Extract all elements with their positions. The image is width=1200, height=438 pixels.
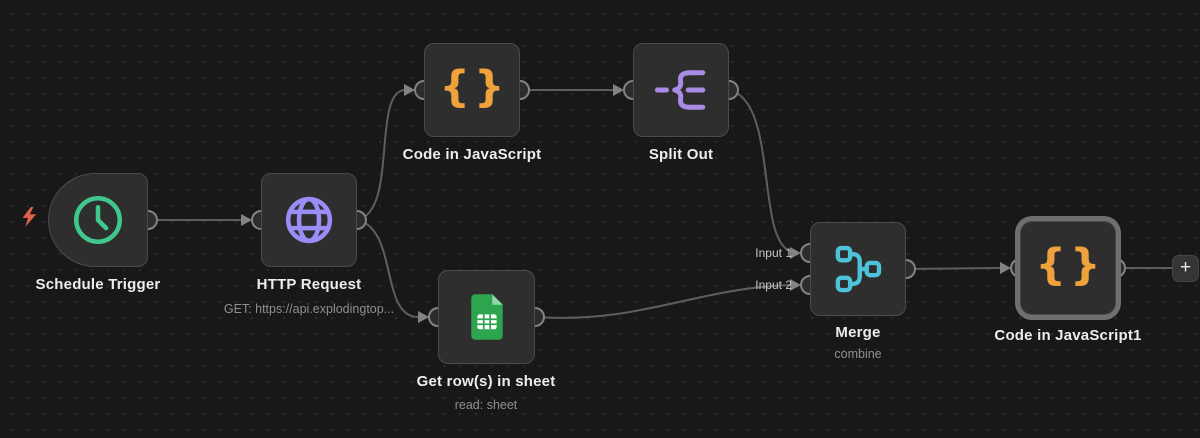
node-split-out[interactable] — [633, 43, 729, 137]
node-title-split-out: Split Out — [648, 146, 714, 163]
connection-merge-to-code1[interactable] — [905, 267, 1001, 270]
arrowhead — [241, 214, 252, 226]
node-subtitle-get-rows-in-sheet: read: sheet — [454, 398, 518, 412]
clock-icon — [73, 195, 123, 245]
node-schedule-trigger[interactable] — [48, 173, 148, 267]
node-title-http-request: HTTP Request — [256, 276, 362, 293]
merge-icon — [835, 245, 882, 293]
code-braces-icon: {} — [1035, 239, 1105, 290]
connection-sheet-to-merge-input2[interactable] — [534, 284, 791, 319]
add-node-button[interactable]: + — [1172, 255, 1199, 282]
arrowhead — [1000, 262, 1011, 274]
google-sheets-icon — [470, 294, 503, 340]
node-title-schedule-trigger: Schedule Trigger — [35, 276, 161, 293]
connection-splitout-to-merge-input1[interactable] — [728, 89, 791, 252]
node-title-code-in-javascript1: Code in JavaScript1 — [994, 327, 1142, 344]
arrowhead — [404, 84, 415, 96]
arrowhead — [613, 84, 624, 96]
split-out-icon — [654, 70, 706, 110]
node-get-rows-in-sheet[interactable] — [438, 270, 535, 364]
merge-input-1-label: Input 1 — [755, 246, 792, 260]
trigger-bolt-icon — [22, 207, 37, 227]
node-subtitle-http-request: GET: https://api.explodingtop... — [223, 302, 395, 316]
connection-http-to-code[interactable] — [356, 89, 405, 221]
node-title-code-in-javascript: Code in JavaScript — [402, 146, 542, 163]
node-subtitle-merge: combine — [834, 347, 882, 361]
globe-icon — [285, 196, 333, 244]
node-http-request[interactable] — [261, 173, 357, 267]
arrowhead — [790, 279, 801, 291]
arrowhead — [790, 247, 801, 259]
node-title-merge: Merge — [835, 324, 881, 341]
node-title-get-rows-in-sheet: Get row(s) in sheet — [416, 373, 556, 390]
node-code-in-javascript1[interactable]: {} — [1020, 221, 1116, 315]
merge-input-2-label: Input 2 — [755, 278, 792, 292]
connection-http-to-sheet[interactable] — [356, 219, 419, 318]
arrowhead — [418, 311, 429, 323]
node-code-in-javascript[interactable]: {} — [424, 43, 520, 137]
code-braces-icon: {} — [439, 61, 509, 112]
node-merge[interactable] — [810, 222, 906, 316]
